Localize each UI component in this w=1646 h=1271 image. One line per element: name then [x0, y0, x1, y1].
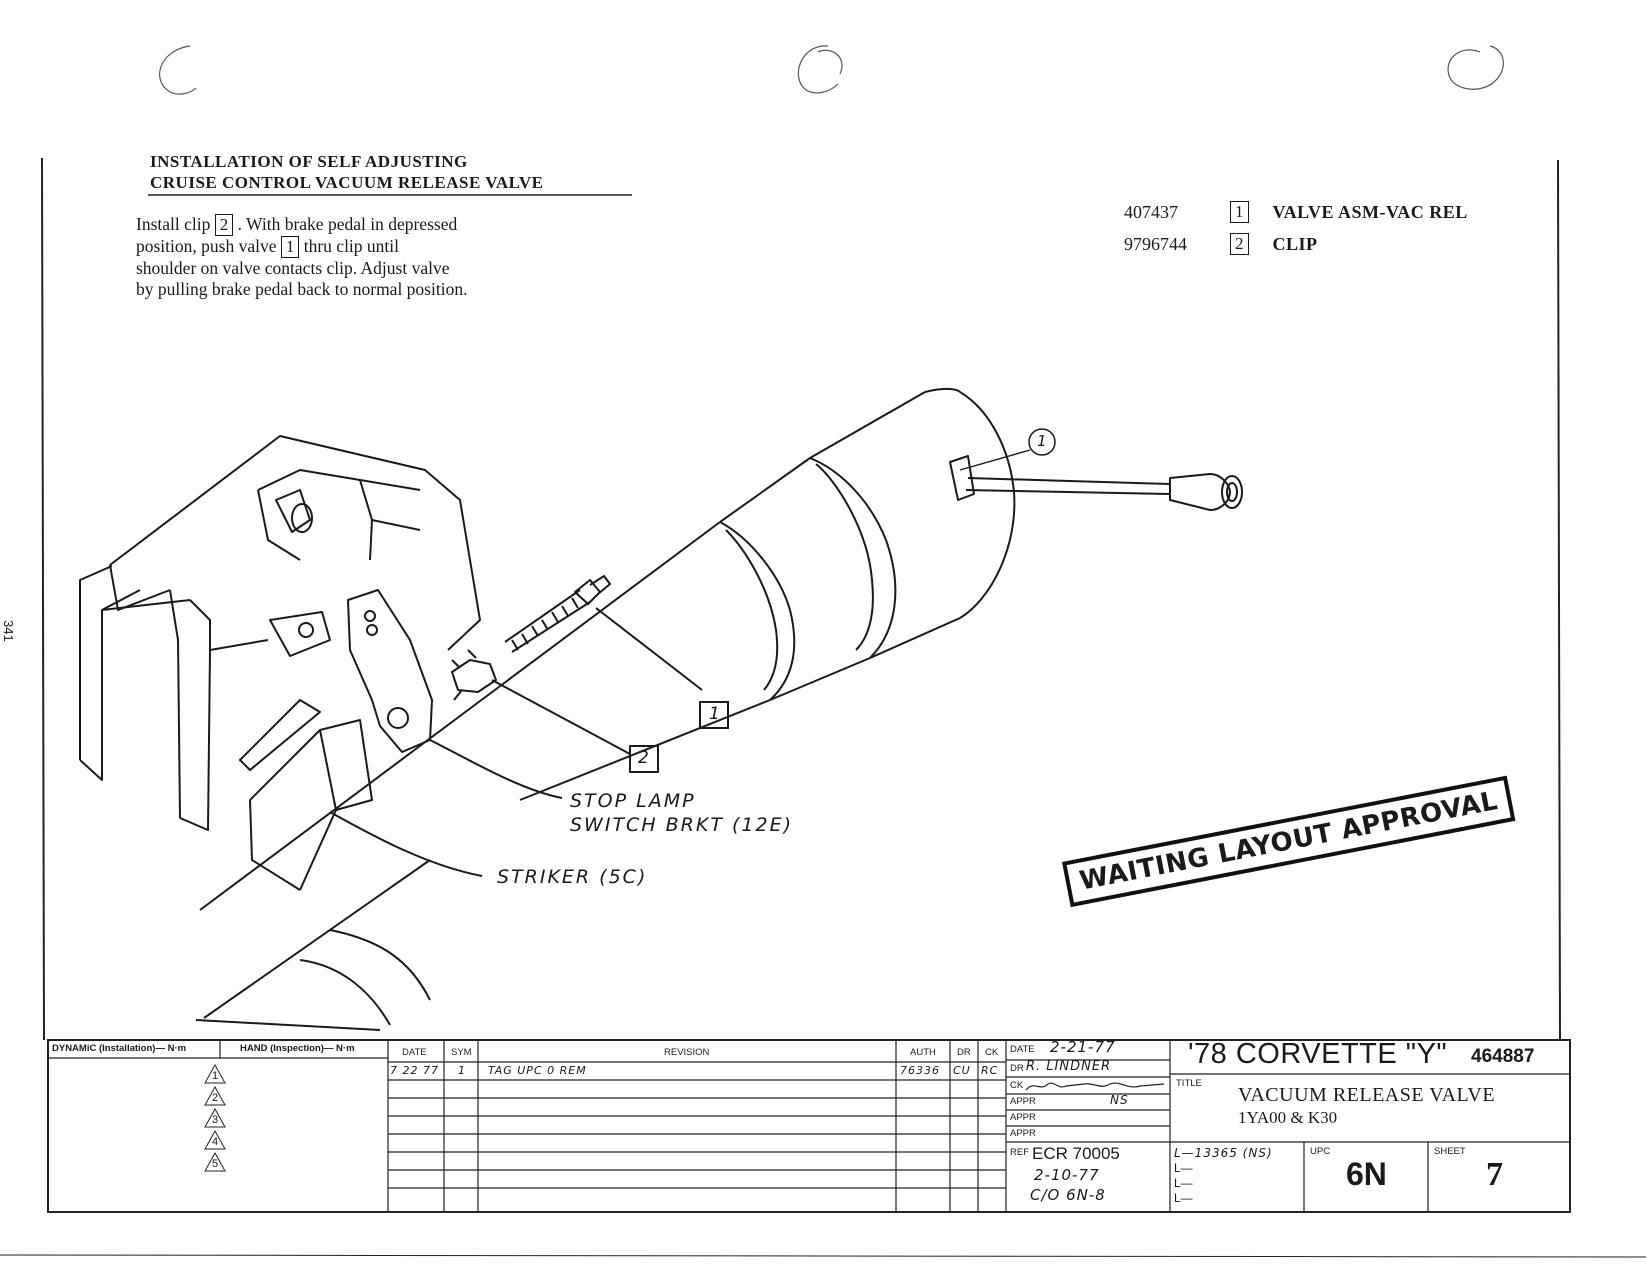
callout-box-2-frame — [629, 745, 659, 773]
dr-label: DR — [1010, 1063, 1024, 1074]
part-number: 407437 — [1124, 201, 1178, 222]
upc-label: UPC — [1310, 1146, 1331, 1157]
triangle-number: 4 — [212, 1136, 219, 1148]
l-line: L— — [1174, 1191, 1193, 1205]
appr-label: APPR — [1010, 1128, 1036, 1139]
triangle-marker: 3 — [204, 1108, 228, 1130]
margin-page-number: 341 — [1, 620, 16, 642]
appr-value: NS — [1110, 1093, 1129, 1107]
rev-header-auth: AUTH — [910, 1047, 936, 1058]
callout-circle-1: 1 — [1037, 432, 1049, 450]
rev-header-date: DATE — [402, 1047, 427, 1058]
appr-label: APPR — [1010, 1112, 1036, 1123]
triangle-icon — [204, 1152, 226, 1172]
instruction-text: thru clip until — [303, 236, 400, 256]
instruction-text: Install clip — [136, 214, 211, 234]
dr-value: R. LINDNER — [1026, 1059, 1112, 1074]
triangle-icon — [204, 1130, 226, 1150]
rev-row-auth: 76336 — [900, 1064, 940, 1077]
date-label: DATE — [1010, 1044, 1035, 1055]
part-description: CLIP — [1272, 233, 1318, 254]
title-label: TITLE — [1176, 1078, 1202, 1089]
callout-box-1-frame — [699, 701, 729, 729]
rev-row-revision: TAG UPC 0 REM — [488, 1064, 587, 1077]
installation-instructions: Install clip 2 . With brake pedal in dep… — [136, 214, 656, 300]
triangle-number: 2 — [212, 1092, 219, 1104]
rev-header-sym: SYM — [451, 1047, 472, 1058]
callout-box-1: 1 — [709, 704, 722, 724]
triangle-marker: 2 — [204, 1086, 228, 1108]
callout-box-2: 2 — [638, 748, 651, 768]
instruction-line-3: shoulder on valve contacts clip. Adjust … — [136, 258, 450, 278]
l-line: L— — [1174, 1176, 1193, 1190]
ref-label: REF — [1010, 1147, 1029, 1158]
striker-label: STRIKER (5C) — [497, 866, 648, 888]
triangle-number: 3 — [212, 1114, 219, 1126]
rev-header-dr: DR — [957, 1047, 971, 1058]
parts-list: 407437 1 VALVE ASM-VAC REL 9796744 2 CLI… — [1124, 196, 1468, 260]
l-line: L—13365 (NS) — [1174, 1146, 1273, 1160]
revision-triangles: 1 2 3 4 5 — [204, 1064, 228, 1174]
instruction-text: position, push valve — [136, 236, 277, 256]
date-value: 2-21-77 — [1050, 1038, 1116, 1056]
drawing-title-line-1: INSTALLATION OF SELF ADJUSTING — [150, 152, 468, 171]
sheet-number: 7 — [1486, 1156, 1503, 1193]
punch-hole-left — [159, 45, 197, 95]
instruction-text: . With brake pedal in depressed — [237, 214, 458, 234]
part-description: VALVE ASM-VAC REL — [1272, 201, 1468, 222]
hand-torque-label: HAND (Inspection)— N·m — [240, 1043, 355, 1054]
triangle-icon — [204, 1108, 226, 1128]
rev-row-ck: RC — [981, 1064, 999, 1077]
part-number: 9796744 — [1124, 233, 1187, 254]
triangle-marker: 5 — [204, 1152, 228, 1174]
rev-header-revision: REVISION — [664, 1047, 710, 1058]
rev-row-dr: CU — [953, 1064, 971, 1077]
title-block-grid — [47, 1039, 1571, 1213]
ref-box-2: 2 — [214, 214, 234, 236]
upc-value: 6N — [1346, 1156, 1387, 1192]
punch-hole-right — [1447, 45, 1504, 90]
rev-row-sym: 1 — [458, 1064, 466, 1077]
drawing-subtitle: 1YA00 & K30 — [1238, 1108, 1338, 1127]
triangle-number: 5 — [212, 1158, 219, 1170]
part-ref-box: 2 — [1230, 233, 1249, 255]
triangle-marker: 4 — [204, 1130, 228, 1152]
punch-hole-center — [797, 45, 843, 94]
dynamic-torque-label: DYNAMiC (Installation)— N·m — [52, 1043, 187, 1054]
triangle-number: 1 — [212, 1070, 219, 1082]
l-numbers: L—13365 (NS) L— L— L— — [1174, 1146, 1273, 1206]
parts-row: 9796744 2 CLIP — [1124, 228, 1468, 260]
stop-lamp-label-line-2: SWITCH BRKT (12E) — [570, 814, 793, 836]
drawing-title-line-2: CRUISE CONTROL VACUUM RELEASE VALVE — [150, 173, 544, 192]
part-ref-box: 1 — [1230, 201, 1249, 223]
instruction-line-1: Install clip 2 . With brake pedal in dep… — [136, 214, 656, 236]
ref-line-3: C/O 6N-8 — [1030, 1186, 1106, 1204]
ck-signature — [1025, 1082, 1165, 1091]
triangle-icon — [204, 1064, 226, 1084]
appr-label: APPR — [1010, 1096, 1036, 1107]
drawing-title: VACUUM RELEASE VALVE — [1238, 1084, 1496, 1106]
triangle-icon — [204, 1086, 226, 1106]
ref-box-1: 1 — [280, 236, 300, 258]
drawing-number: 464887 — [1471, 1046, 1535, 1067]
l-line: L— — [1174, 1161, 1193, 1175]
model-name: '78 CORVETTE "Y" — [1188, 1038, 1448, 1070]
sheet-label: SHEET — [1434, 1146, 1466, 1157]
rev-header-ck: CK — [985, 1047, 999, 1058]
instruction-line-4: by pulling brake pedal back to normal po… — [136, 279, 468, 299]
stop-lamp-label-line-1: STOP LAMP — [570, 790, 696, 812]
instruction-line-2: position, push valve 1 thru clip until — [136, 236, 656, 258]
ref-line-2: 2-10-77 — [1034, 1166, 1100, 1184]
rev-row-date: 7 22 77 — [390, 1064, 439, 1077]
sheet-frame — [0, 157, 1646, 1258]
triangle-marker: 1 — [204, 1064, 228, 1086]
mechanical-illustration — [79, 387, 1243, 1031]
callout-circle-ring — [1028, 428, 1056, 456]
parts-row: 407437 1 VALVE ASM-VAC REL — [1124, 196, 1468, 228]
ref-line-1: ECR 70005 — [1032, 1144, 1120, 1163]
ck-label: CK — [1010, 1080, 1024, 1091]
